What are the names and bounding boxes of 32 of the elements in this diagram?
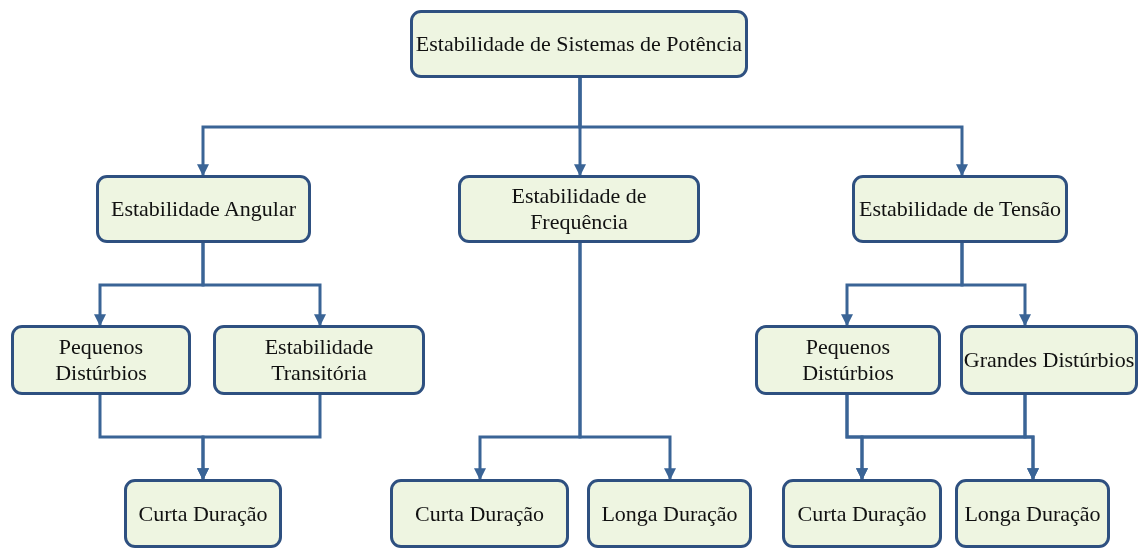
box-label: Longa Duração <box>964 500 1101 527</box>
box-label: Pequenos Distúrbios <box>54 334 148 386</box>
box-label: Longa Duração <box>601 500 738 527</box>
process-box <box>755 325 941 395</box>
process-box <box>124 479 282 548</box>
connector-arrow <box>578 243 676 481</box>
process-box <box>213 325 425 395</box>
process-box <box>782 479 942 548</box>
connector-arrow <box>201 243 326 327</box>
process-box <box>390 479 569 548</box>
box-label: Curta Duração <box>415 500 544 527</box>
process-box <box>458 175 700 243</box>
box-label: Curta Duração <box>797 500 927 527</box>
process-box <box>852 175 1068 243</box>
box-label: Estabilidade de Frequência <box>510 183 648 235</box>
process-box <box>96 175 311 243</box>
connector-arrow <box>197 395 322 481</box>
process-box <box>587 479 752 548</box>
box-label: Estabilidade Transitória <box>263 334 375 386</box>
connector-arrow <box>1023 395 1039 481</box>
connector-arrow <box>578 78 968 177</box>
box-label: Estabilidade Angular <box>110 196 297 222</box>
process-box <box>960 325 1138 395</box>
process-box <box>11 325 191 395</box>
box-label: Curta Duração <box>138 500 268 527</box>
connector-arrow <box>960 243 1031 327</box>
box-label: Pequenos Distúrbios <box>801 334 895 386</box>
box-label: Estabilidade de Tensão <box>858 196 1062 222</box>
box-label: Estabilidade de Sistemas de Potência <box>415 31 743 57</box>
process-box <box>410 10 748 78</box>
box-label: Grandes Distúrbios <box>963 347 1135 373</box>
process-box <box>955 479 1110 548</box>
